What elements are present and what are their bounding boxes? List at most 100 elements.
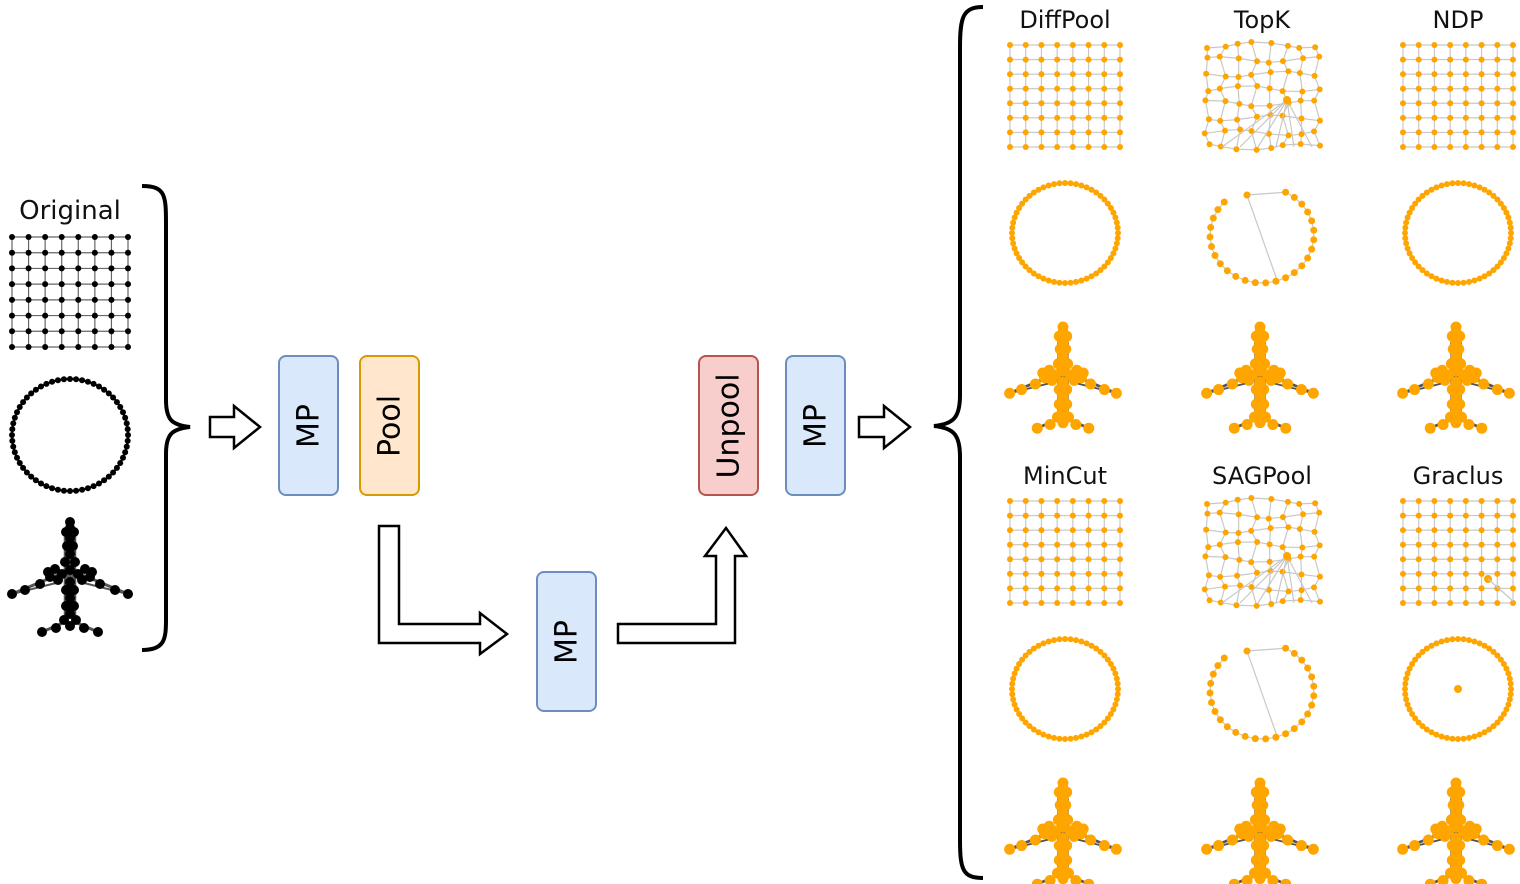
pooled-airplane-graph [1397,777,1515,884]
graph-node [1462,570,1469,577]
graph-node [1069,527,1076,534]
graph-edge [1286,555,1295,604]
graph-node [1454,685,1462,693]
graph-node [1308,217,1316,225]
graph-node [1057,873,1069,884]
graph-node [1415,556,1422,563]
graph-node [1022,512,1029,519]
graph-node [1510,71,1516,78]
graph-node [1069,600,1076,606]
graph-node [1022,100,1029,107]
graph-node [1310,692,1318,700]
graph-node [1402,680,1409,687]
graph-node [1506,219,1513,226]
graph-node [1486,189,1493,196]
ring-edge [11,378,129,492]
graph-node [1402,230,1408,236]
graph-node [1056,636,1063,643]
graph-node [1201,130,1208,137]
graph-node [1510,56,1516,63]
graph-node [43,483,50,490]
graph-edge [1313,556,1321,577]
method-title: NDP [1433,6,1484,34]
graph-node [1400,570,1406,577]
mp-block-bottleneck: MP [536,571,597,712]
graph-node [1462,129,1469,136]
graph-node [1038,114,1045,121]
graph-node [1447,512,1454,519]
method-graclus: Graclus [1397,462,1516,884]
graph-node [1007,527,1013,534]
graph-edge [1235,129,1241,150]
graph-node [1093,270,1100,277]
graph-edge [1313,100,1321,121]
graph-node [1104,656,1111,663]
graph-node [1478,114,1485,121]
graph-node [1494,585,1501,592]
graph-node [125,234,131,240]
graph-node [1279,88,1286,95]
graph-node [28,390,35,397]
graph-node [1056,279,1063,286]
graph-node [1409,205,1416,211]
graph-node [1078,277,1085,284]
graph-node [1083,184,1090,191]
graph-node [1447,56,1454,63]
graph-node [1431,585,1438,592]
graph-edge [1219,56,1227,77]
graph-node [1279,598,1286,605]
graph-node [1409,661,1416,667]
graph-node [1443,181,1450,188]
graph-node [1415,498,1422,504]
graph-node [1235,73,1242,80]
graph-node [1494,144,1501,150]
graph-node [1311,72,1318,79]
graph-node [1478,71,1485,78]
graph-node [1062,180,1068,186]
graph-node [1101,263,1108,270]
graph-node [105,390,112,397]
graph-node [1085,585,1092,592]
graph-node [54,377,61,384]
graph-node [1117,144,1123,150]
pool-block-label: Pool [372,394,407,457]
graph-node [105,473,112,480]
graph-node [1447,42,1454,48]
graph-node [1478,129,1485,136]
graph-node [1016,255,1023,261]
graph-node [1073,181,1080,188]
graph-node [1443,278,1450,285]
graph-edge [1219,56,1239,59]
graph-node [1494,541,1501,548]
graph-node [1253,146,1260,153]
graph-node [1415,129,1422,136]
graph-edge [1282,115,1290,136]
graph-node [1083,422,1095,434]
graph-node [1022,85,1029,92]
graph-node [1486,645,1493,652]
graph-node [1409,255,1416,261]
graph-node [1101,498,1108,504]
graph-edge [1204,100,1210,120]
graph-node [1297,553,1304,560]
graph-node [68,541,78,551]
graph-node [1054,498,1061,504]
graph-node [42,312,49,319]
graph-node [1400,585,1406,592]
pool-block: Pool [359,355,420,496]
graph-node [1316,509,1323,516]
graph-node [85,572,95,582]
graph-node [1447,129,1454,136]
pooled-airplane-graph [1004,321,1122,434]
graph-node [25,344,32,350]
graph-node [70,557,80,567]
graph-node [42,328,49,335]
graph-node [1494,570,1501,577]
graph-node [1415,541,1422,548]
graph-node [1478,512,1485,519]
graph-node [1295,840,1307,852]
graph-node [1491,840,1503,852]
mp-block-bottleneck-label: MP [549,619,584,664]
graph-node [1478,585,1485,592]
